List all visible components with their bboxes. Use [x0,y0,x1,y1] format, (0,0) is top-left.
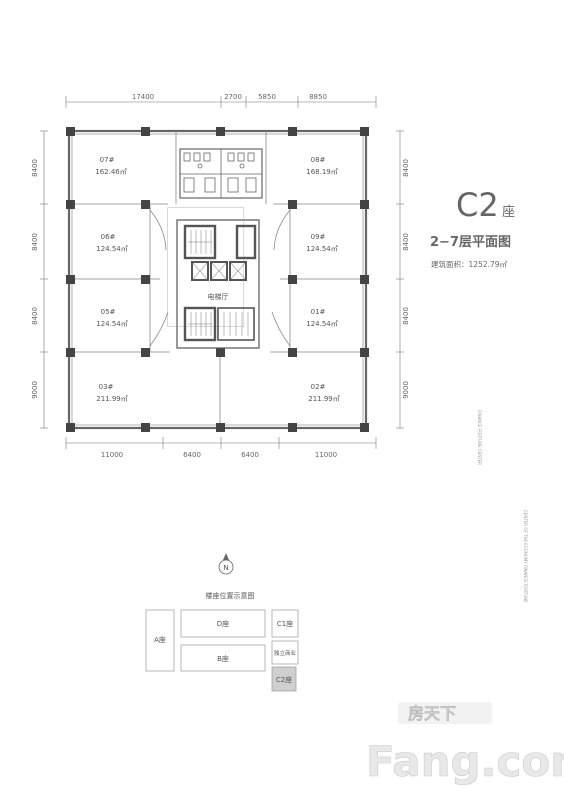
unit-05-area: 124.54㎡ [96,320,128,328]
top-dim-2: 2700 [224,93,242,101]
block-c1-label: C1座 [277,619,293,628]
floors-title: 2−7层平面图 [430,235,511,250]
block-a-label: A座 [154,635,166,644]
left-dim-2: 8400 [31,233,39,251]
right-dim-4: 9000 [402,381,410,399]
unit-06-id: 06# [101,233,116,241]
left-dim-4: 9000 [31,381,39,399]
watermark-en: Fang.com [366,737,564,786]
left-dim-3: 8400 [31,307,39,325]
vertical-brand-text: FINANCE FORTUNE CENTER [477,410,482,465]
block-title-suffix: 座 [502,205,515,220]
top-dim-3: 5850 [258,93,276,101]
site-plan [145,609,299,692]
compass-north-label: N [223,564,228,572]
bottom-dim-4: 11000 [315,451,337,459]
bottom-dim-2: 6400 [183,451,201,459]
elevator-hall-label: 电梯厅 [208,292,229,301]
site-plan-title: 楼座位置示意图 [206,591,255,600]
bottom-dim-3: 6400 [241,451,259,459]
unit-07-area: 162.46㎡ [95,168,127,176]
right-dim-1: 8400 [402,159,410,177]
right-dim-2: 8400 [402,233,410,251]
top-dimension [65,96,377,108]
unit-08-area: 168.19㎡ [306,168,338,176]
unit-03-id: 03# [99,383,114,391]
left-dimension [40,130,48,429]
block-a [145,609,175,672]
unit-01-area: 124.54㎡ [306,320,338,328]
unit-09-area: 124.54㎡ [306,245,338,253]
top-dim-1: 17400 [132,93,154,101]
left-dim-1: 8400 [31,159,39,177]
block-d-label: D座 [217,619,229,628]
floor-area: 建筑面积：1252.79㎡ [431,259,508,269]
right-dim-3: 8400 [402,307,410,325]
block-title: C2 [456,186,499,224]
bottom-dim-1: 11000 [101,451,123,459]
block-c2 [271,666,297,692]
block-c2-label: C2座 [276,675,292,684]
watermark-cn: 房天下 [408,704,456,723]
block-retail-label: 独立商业 [274,649,297,657]
right-dimension [396,130,404,429]
block-d [180,609,266,638]
unit-05-id: 05# [101,308,116,316]
vertical-small-text: CENTER OF THE ECONOMY FINANCE FORTUNE [523,510,528,603]
restroom-block [179,148,263,199]
unit-08-id: 08# [311,156,326,164]
unit-01-id: 01# [311,308,326,316]
block-b [180,644,266,672]
unit-09-id: 09# [311,233,326,241]
block-c1 [271,609,299,638]
core [167,207,260,349]
bottom-dimension [65,437,377,449]
unit-02-area: 211.99㎡ [308,395,340,403]
top-dim-4: 8850 [309,93,327,101]
block-b-label: B座 [217,654,229,663]
block-retail [271,640,299,665]
unit-labels: 07# 162.46㎡ 08# 168.19㎡ 06# 124.54㎡ 09# … [95,156,340,403]
unit-06-area: 124.54㎡ [96,245,128,253]
columns [66,127,369,432]
unit-02-id: 02# [311,383,326,391]
watermark-logo: 房天下 Fang.com [366,702,564,786]
compass-icon [218,553,234,575]
unit-07-id: 07# [100,156,115,164]
unit-03-area: 211.99㎡ [96,395,128,403]
interior-partitions [69,131,366,428]
